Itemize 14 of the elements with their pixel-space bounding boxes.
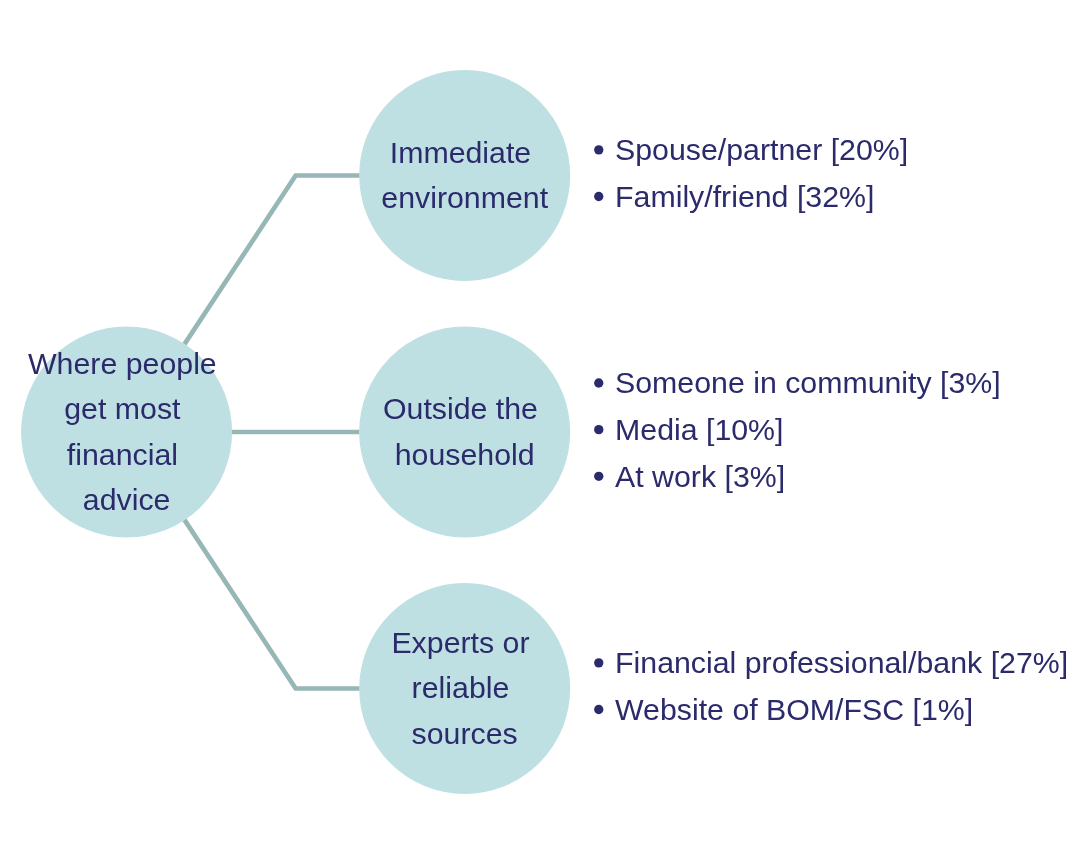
bullet-item: At work [3%] xyxy=(615,459,786,493)
bullet-item: Website of BOM/FSC [1%] xyxy=(615,692,974,726)
connector-line xyxy=(182,173,360,346)
bullet-item: Someone in community [3%] xyxy=(615,366,1001,400)
connector-line xyxy=(231,429,360,435)
topic-circle: Outside the household xyxy=(359,326,571,538)
bullet-item: Family/friend [32%] xyxy=(615,179,875,213)
connector-line xyxy=(182,518,360,691)
bullet-item: Media [10%] xyxy=(615,413,784,446)
topic-circle: Where people get most financial advice xyxy=(21,326,233,538)
bullet-item: Financial professional/bank [27%] xyxy=(615,646,1069,680)
topic-circle: Experts or reliable sources xyxy=(359,582,571,794)
bullet-item: Spouse/partner [20%] xyxy=(615,133,909,167)
topic-circle: Immediate environment xyxy=(359,70,571,282)
